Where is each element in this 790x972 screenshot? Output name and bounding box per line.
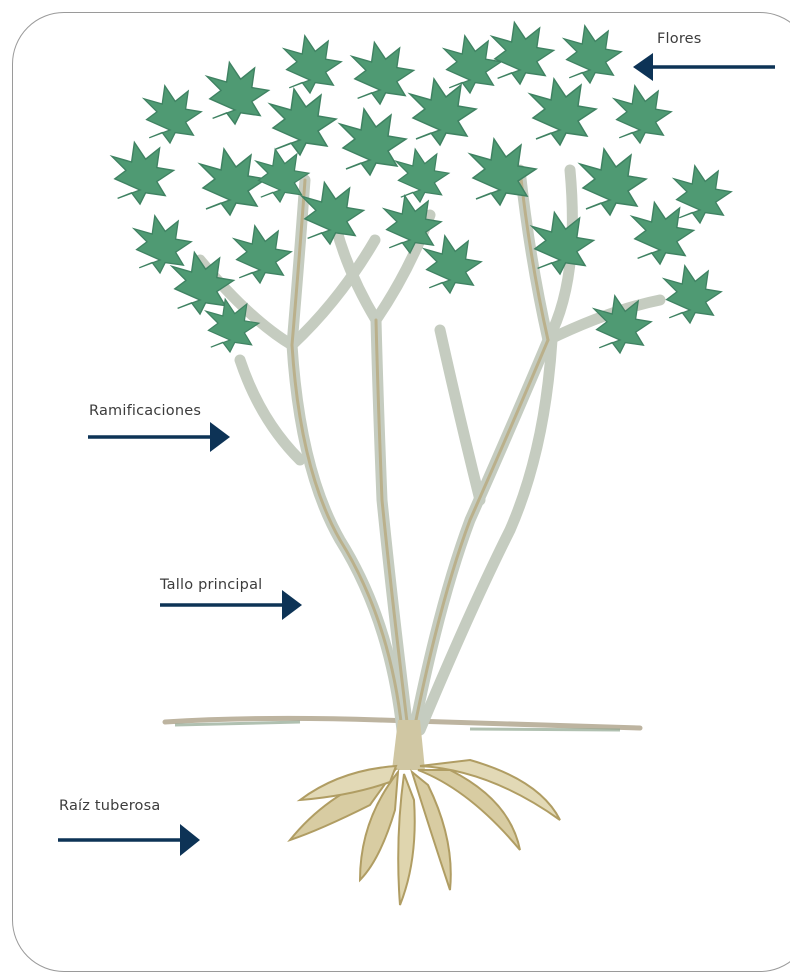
arrow-raiz-tuberosa <box>58 823 200 857</box>
label-flores: Flores <box>657 31 702 47</box>
arrow-tallo-principal <box>160 589 302 621</box>
label-raiz-tuberosa: Raíz tuberosa <box>59 798 160 814</box>
arrow-ramificaciones <box>88 421 230 453</box>
label-ramificaciones: Ramificaciones <box>89 403 201 419</box>
tuberous-roots <box>290 720 560 905</box>
cassava-plant-illustration <box>0 0 790 927</box>
arrow-flores <box>633 52 775 82</box>
